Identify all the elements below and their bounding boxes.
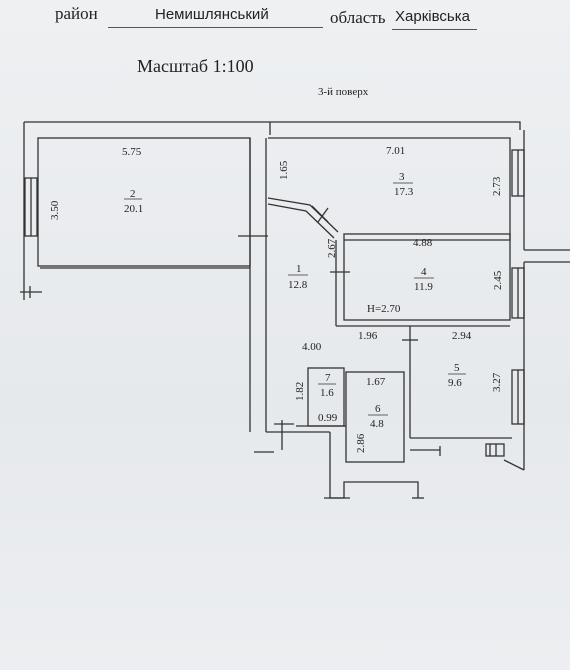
scale-label: Масштаб 1:100 (137, 56, 254, 76)
region-value: Харківська (395, 8, 470, 25)
door-swing (311, 205, 329, 223)
district-value: Немишлянський (155, 6, 269, 23)
room6-depth: 2.86 (355, 433, 367, 453)
room5-width: 2.94 (452, 330, 472, 342)
room4-diag: 2.67 (326, 238, 338, 258)
room4-outline (343, 233, 511, 321)
room7-number: 7 (325, 372, 331, 384)
district-underline (108, 27, 323, 28)
room7-area: 1.6 (320, 387, 334, 399)
room3-side: 1.65 (278, 160, 290, 180)
plan-labels: 5.75 2 20.1 3.50 7.01 3 17.3 2.73 1.65 2… (49, 145, 504, 453)
room4-depth: 2.45 (492, 270, 504, 290)
room6-width: 1.67 (366, 376, 386, 388)
room6-area: 4.8 (370, 418, 384, 430)
room4-width: 4.88 (413, 237, 433, 249)
room3-angled-wall (267, 197, 339, 233)
room6-number: 6 (375, 403, 381, 415)
floor-label: 3-й поверх (318, 86, 369, 98)
room7-width: 0.99 (318, 412, 338, 424)
room6-outline (345, 371, 405, 463)
room2-area: 20.1 (124, 203, 143, 215)
corridor-width: 4.00 (302, 341, 322, 353)
room4-number: 4 (421, 266, 427, 278)
room2-outline (37, 137, 251, 267)
room5-depth: 3.27 (491, 372, 503, 392)
room3-outline (268, 137, 511, 241)
room2-width: 5.75 (122, 146, 142, 158)
room3-number: 3 (399, 171, 405, 183)
corridor-passage: 1.96 (358, 330, 378, 342)
entrance (329, 466, 419, 499)
room4-area: 11.9 (414, 281, 433, 293)
room2-depth: 3.50 (49, 200, 61, 220)
room5-number: 5 (454, 362, 460, 374)
vent (485, 443, 505, 457)
room1-area: 12.8 (288, 279, 308, 291)
room4-height: H=2.70 (367, 303, 401, 315)
room3-width: 7.01 (386, 145, 405, 157)
room5-area: 9.6 (448, 377, 462, 389)
region-underline (392, 29, 477, 30)
room7-depth: 1.82 (294, 382, 306, 401)
room3-area: 17.3 (394, 186, 414, 198)
room1-number: 1 (296, 263, 302, 275)
district-label: район (55, 4, 98, 23)
walls (20, 121, 570, 499)
room2-number: 2 (130, 188, 136, 200)
outer-top-wall-right (270, 121, 521, 130)
room3-depth: 2.73 (491, 176, 503, 196)
outer-top-wall-left (24, 121, 271, 135)
region-label: область (330, 8, 386, 27)
